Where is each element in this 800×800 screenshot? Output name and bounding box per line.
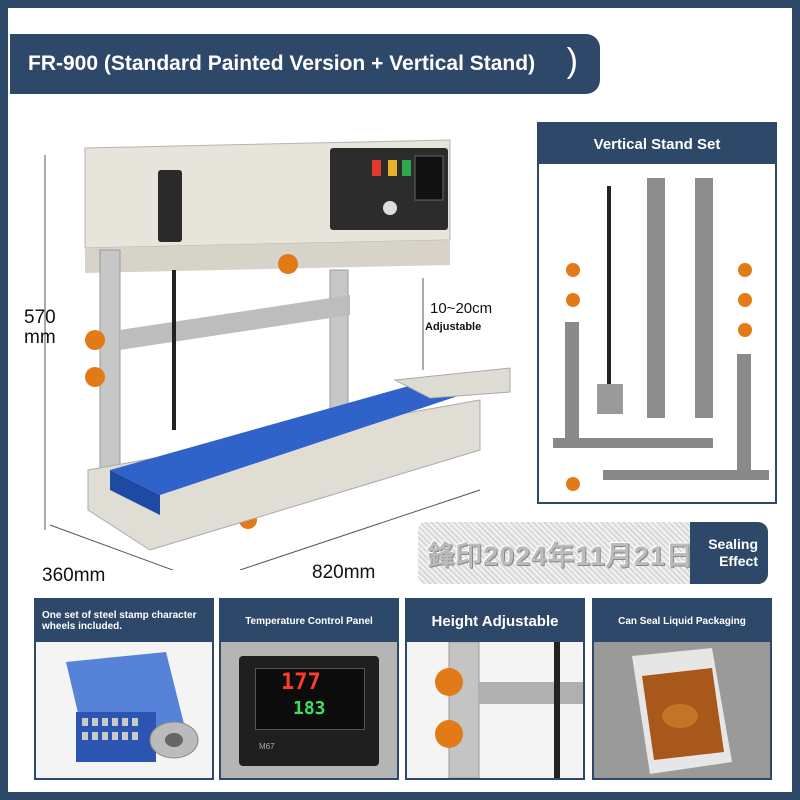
liquid-pouch-image [594,642,770,778]
width-dimension: 820mm [312,562,376,583]
panel-readout-bottom: 183 [293,698,326,719]
temperature-panel-image: 177 183 M67 [221,642,397,778]
sealing-label-line1: Sealing [708,536,758,552]
title-paren: ) [566,42,578,80]
panel-readout-top: 177 [281,670,321,695]
card-stamp-wheels-title: One set of steel stamp character wheels … [36,600,212,642]
vertical-stand-panel: Vertical Stand Set [537,122,777,504]
sealing-effect-label: Sealing Effect [690,522,768,584]
card-stamp-wheels: One set of steel stamp character wheels … [34,598,214,780]
height-unit: mm [24,327,56,348]
card-height-title: Height Adjustable [407,600,583,642]
title-banner: FR-900 (Standard Painted Version + Verti… [10,34,600,94]
height-dimension: 570 mm [24,308,56,348]
vertical-stand-title: Vertical Stand Set [539,124,775,164]
machine-illustration [44,139,511,570]
page-title: FR-900 (Standard Painted Version + Verti… [28,52,536,75]
card-temperature-panel: Temperature Control Panel 177 183 M67 [219,598,399,780]
sealing-stamp-sample: 鋒印2024年11月21日 [418,522,703,584]
card-liquid-title: Can Seal Liquid Packaging [594,600,770,642]
height-value: 570 [24,307,56,328]
card-liquid-packaging: Can Seal Liquid Packaging [592,598,772,780]
height-adjust-image [407,642,583,778]
card-height-adjustable: Height Adjustable [405,598,585,780]
stand-parts-image [553,178,769,491]
gap-note: Adjustable [425,321,482,333]
panel-model-label: M67 [259,742,275,751]
sealing-label-line2: Effect [719,553,758,569]
stamp-wheels-image [36,642,212,778]
gap-dimension: 10~20cm [430,300,493,317]
card-temperature-title: Temperature Control Panel [221,600,397,642]
depth-dimension: 360mm [42,565,106,586]
